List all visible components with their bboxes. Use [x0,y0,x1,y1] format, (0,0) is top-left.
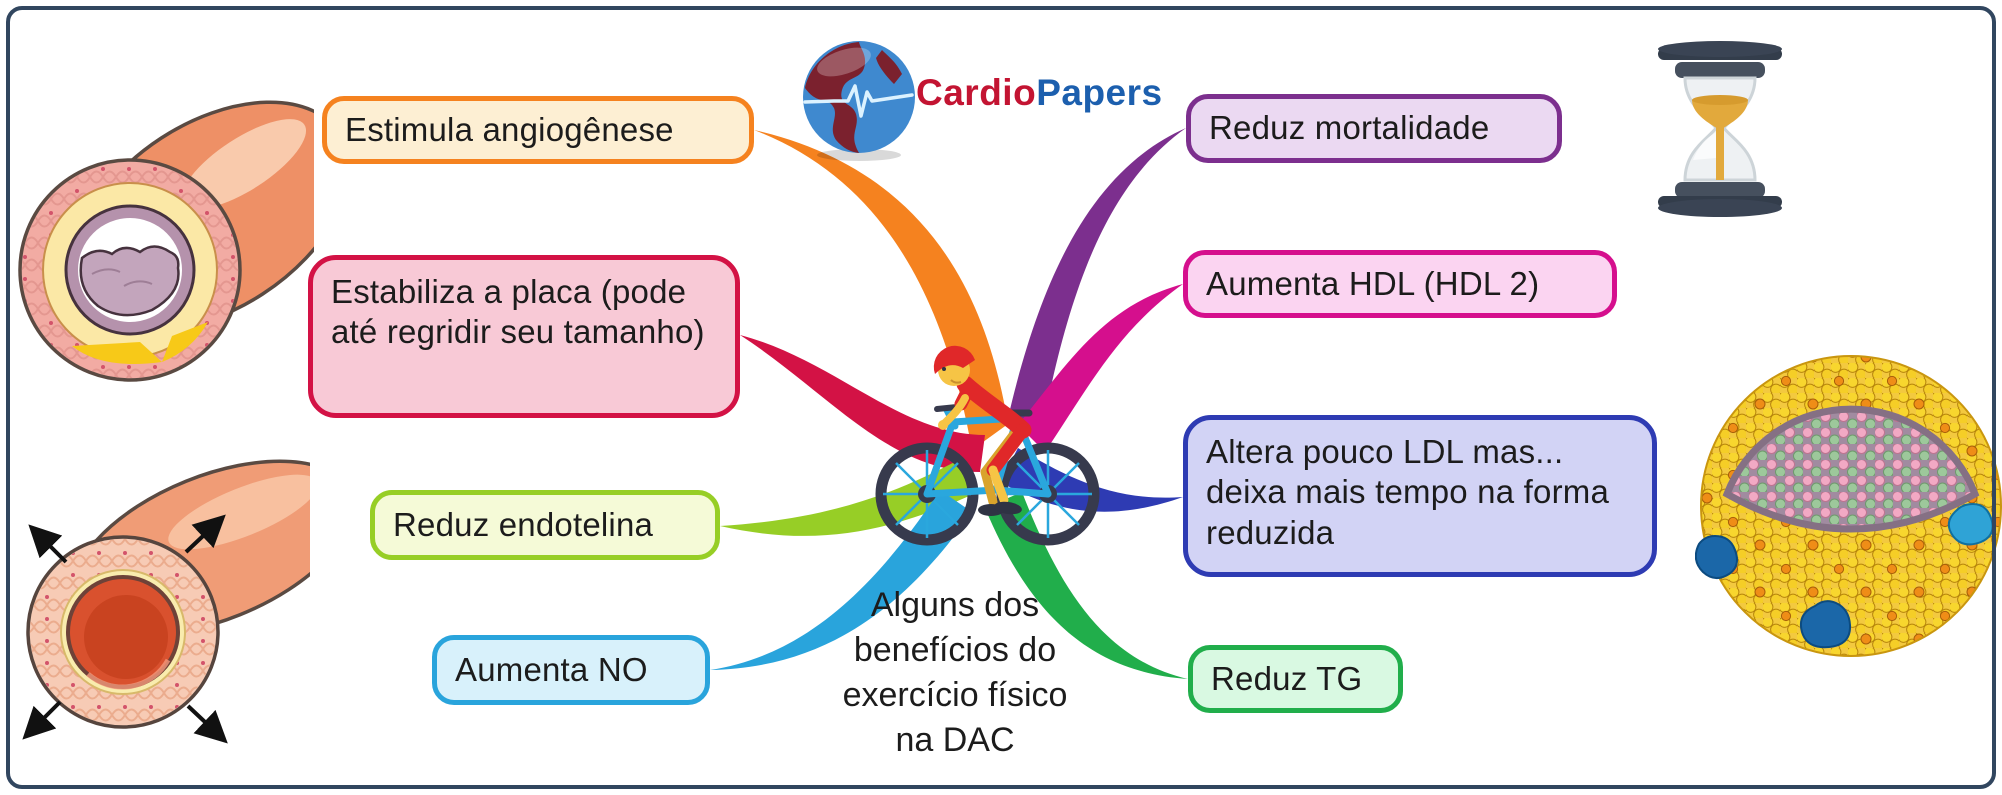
branch-node-reduz-tg: Reduz TG [1188,645,1403,713]
hourglass-icon [1658,41,1782,217]
branch-node-aumenta-hdl: Aumenta HDL (HDL 2) [1183,250,1617,318]
branch-label: Aumenta NO [455,650,648,688]
brand-wordmark: CardioPapers [916,72,1163,114]
connector-estabiliza-placa [740,335,985,472]
branch-node-reduz-mortalidade: Reduz mortalidade [1186,94,1562,163]
branch-label: Estabiliza a placa (pode até regridir se… [331,273,705,351]
connector-aumenta-hdl [1018,284,1183,452]
branch-node-estabiliza-placa: Estabiliza a placa (pode até regridir se… [308,255,740,418]
branch-node-reduz-endotelina: Reduz endotelina [370,490,720,560]
center-topic-label: Alguns dos benefícios do exercício físic… [842,586,1068,759]
branch-label: Estimula angiogênese [345,110,674,148]
branch-label: Reduz mortalidade [1209,109,1490,147]
dilated-vessel-illustration [22,459,310,744]
brand-cardio: Cardio [916,72,1037,113]
cyclist-icon [875,345,1100,546]
branch-node-aumenta-no: Aumenta NO [432,635,710,705]
branch-label: Reduz TG [1211,659,1363,697]
branch-node-altera-ldl: Altera pouco LDL mas... deixa mais tempo… [1183,415,1657,577]
branch-label: Reduz endotelina [393,505,654,543]
branch-label: Altera pouco LDL mas... deixa mais tempo… [1206,433,1610,551]
connector-aumenta-no [710,490,972,670]
branch-node-estimula-angiogenese: Estimula angiogênese [322,96,754,164]
branch-label: Aumenta HDL (HDL 2) [1206,264,1540,302]
atherosclerotic-artery-illustration [18,100,314,382]
connector-reduz-mortalidade [1008,128,1186,430]
brand-papers: Papers [1036,72,1163,113]
globe-ecg-icon [803,41,915,161]
connector-reduz-endotelina [720,458,978,536]
lipoprotein-particle-illustration [1695,355,2002,657]
